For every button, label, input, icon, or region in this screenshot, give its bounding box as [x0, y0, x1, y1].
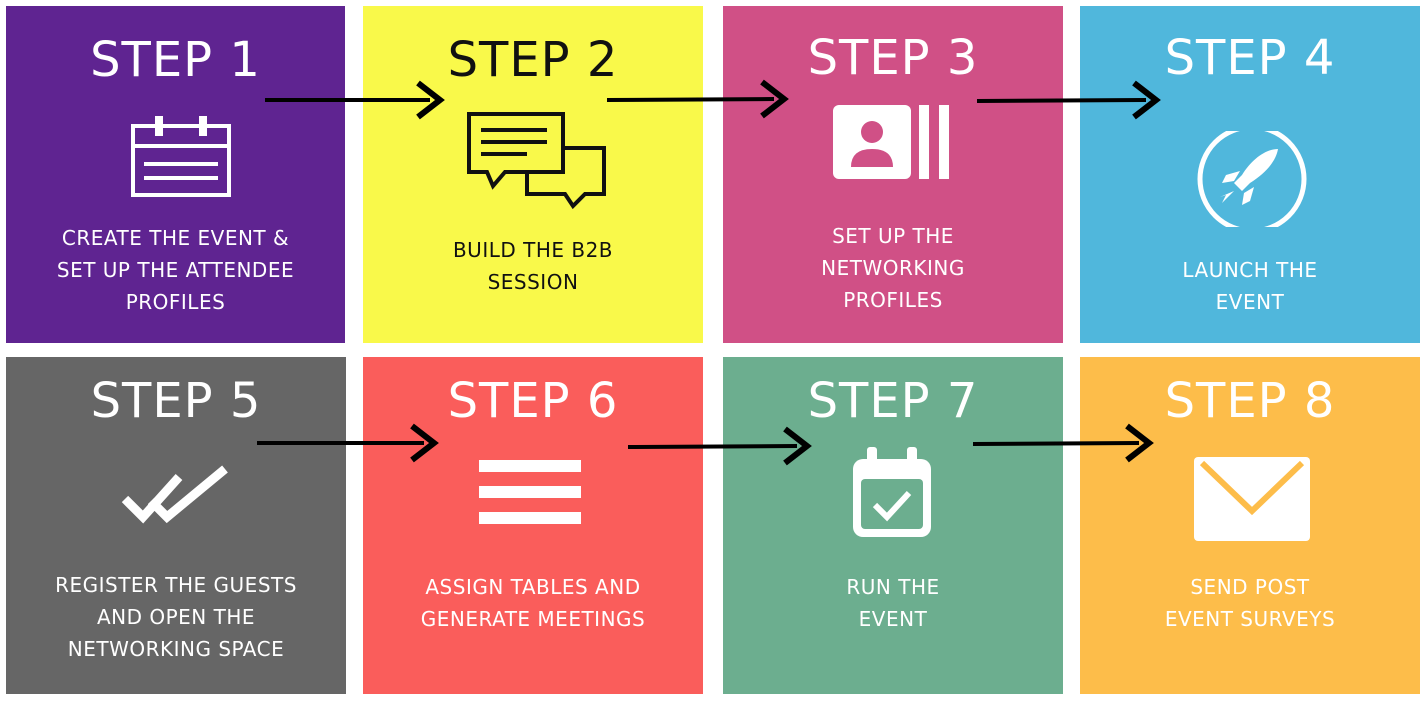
step-4-description: LAUNCH THE EVENT [1182, 258, 1318, 314]
step-2-card: STEP 2 BUILD THE B2B SESSION [363, 6, 703, 343]
step-5-description: REGISTER THE GUESTS AND OPEN THE NETWORK… [55, 573, 297, 661]
step-8-description: SEND POST EVENT SURVEYS [1164, 575, 1336, 631]
step-3-description: SET UP THE NETWORKING PROFILES [821, 224, 965, 312]
calendar-icon [131, 116, 231, 197]
step-2-title: STEP 2 [447, 32, 619, 88]
double-check-icon [121, 465, 228, 524]
step-6-card: STEP 6 ASSIGN TABLES AND GENERATE MEETIN… [363, 357, 703, 694]
step-5-title: STEP 5 [90, 373, 262, 429]
step-6-description: ASSIGN TABLES AND GENERATE MEETINGS [420, 575, 646, 631]
step-4-title: STEP 4 [1164, 30, 1336, 86]
step-7-description: RUN THE EVENT [846, 575, 940, 631]
step-7-card: STEP 7 RUN THE EVENT [723, 357, 1063, 694]
envelope-icon [1194, 457, 1310, 541]
step-8-card: STEP 8 SEND POST EVENT SURVEYS [1080, 357, 1420, 694]
step-2-description: BUILD THE B2B SESSION [452, 238, 614, 294]
step-8-title: STEP 8 [1164, 373, 1336, 429]
list-icon [479, 460, 581, 524]
step-3-card: STEP 3 SET UP THE NETWORKING PROFILES [723, 6, 1063, 343]
step-3-title: STEP 3 [807, 30, 979, 86]
profile-card-icon [833, 105, 949, 179]
chat-bubbles-icon [467, 112, 606, 210]
step-4-card: STEP 4 LAUNCH THE EVENT [1080, 6, 1420, 343]
step-1-description: CREATE THE EVENT & SET UP THE ATTENDEE P… [56, 226, 295, 314]
step-1-card: STEP 1 CREATE THE EVENT & SET UP THE ATT… [6, 6, 345, 343]
step-1-title: STEP 1 [90, 32, 261, 88]
step-7-title: STEP 7 [807, 373, 979, 429]
calendar-check-icon [853, 447, 931, 537]
rocket-icon [1197, 131, 1307, 227]
step-6-title: STEP 6 [447, 373, 619, 429]
step-5-card: STEP 5 REGISTER THE GUESTS AND OPEN THE … [6, 357, 346, 694]
